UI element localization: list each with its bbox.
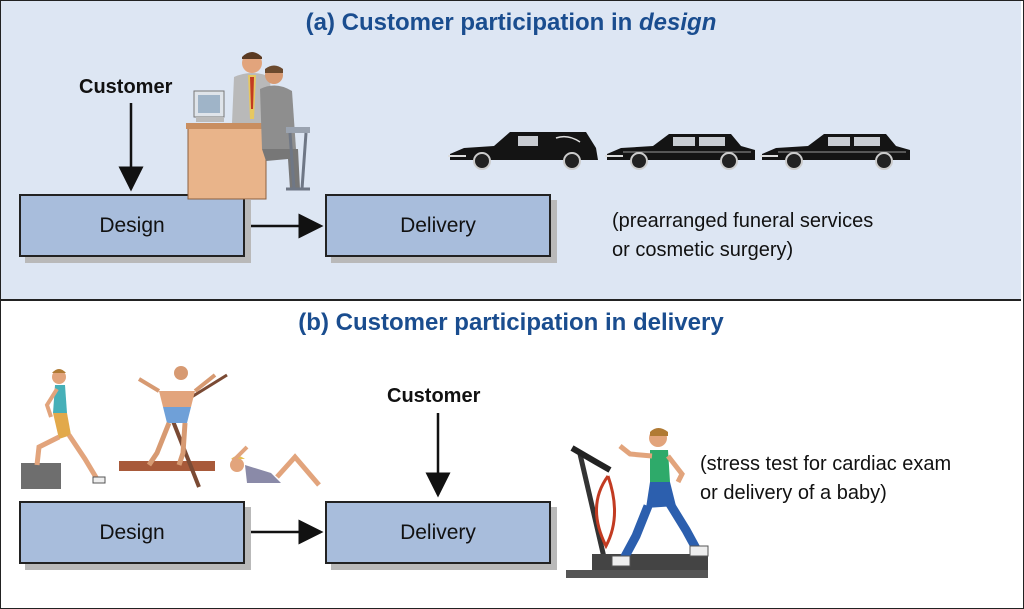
exercise-figures-icon	[21, 366, 321, 489]
panel-b-note: (stress test for cardiac exam or deliver…	[700, 450, 951, 508]
vehicles-icon	[448, 132, 910, 170]
design-box-b: Design	[19, 501, 245, 564]
panel-a-arrows	[118, 103, 324, 239]
panel-b-customer-label: Customer	[387, 385, 481, 407]
panel-delivery: (b) Customer participation in delivery C…	[1, 301, 1021, 607]
delivery-box-b: Delivery	[325, 501, 551, 564]
panel-a-title-prefix: (a) Customer participation in	[305, 9, 640, 36]
panel-a-note-line2: or cosmetic surgery)	[612, 239, 794, 261]
panel-a-customer-label: Customer	[79, 76, 173, 98]
treadmill-runner-icon	[566, 428, 709, 578]
panel-b-note-line1: (stress test for cardiac exam	[700, 453, 952, 475]
panel-a-title: (a) Customer participation in design	[1, 9, 1021, 37]
design-box-a: Design	[19, 194, 245, 257]
limousine-icon-2	[760, 134, 910, 170]
delivery-box-a: Delivery	[325, 194, 551, 257]
panel-design: (a) Customer participation in design Cus…	[1, 1, 1021, 301]
limousine-icon	[605, 134, 755, 170]
panel-b-note-line2: or delivery of a baby)	[700, 482, 887, 504]
panel-b-title: (b) Customer participation in delivery	[298, 309, 724, 336]
consultation-desk-icon	[186, 52, 310, 200]
panel-b-arrows	[245, 413, 451, 545]
hearse-icon	[448, 132, 598, 170]
panel-a-title-emphasis: design	[639, 9, 717, 36]
panel-a-note-line1: (prearranged funeral services	[612, 210, 874, 232]
panel-a-note: (prearranged funeral services or cosmeti…	[612, 207, 873, 265]
